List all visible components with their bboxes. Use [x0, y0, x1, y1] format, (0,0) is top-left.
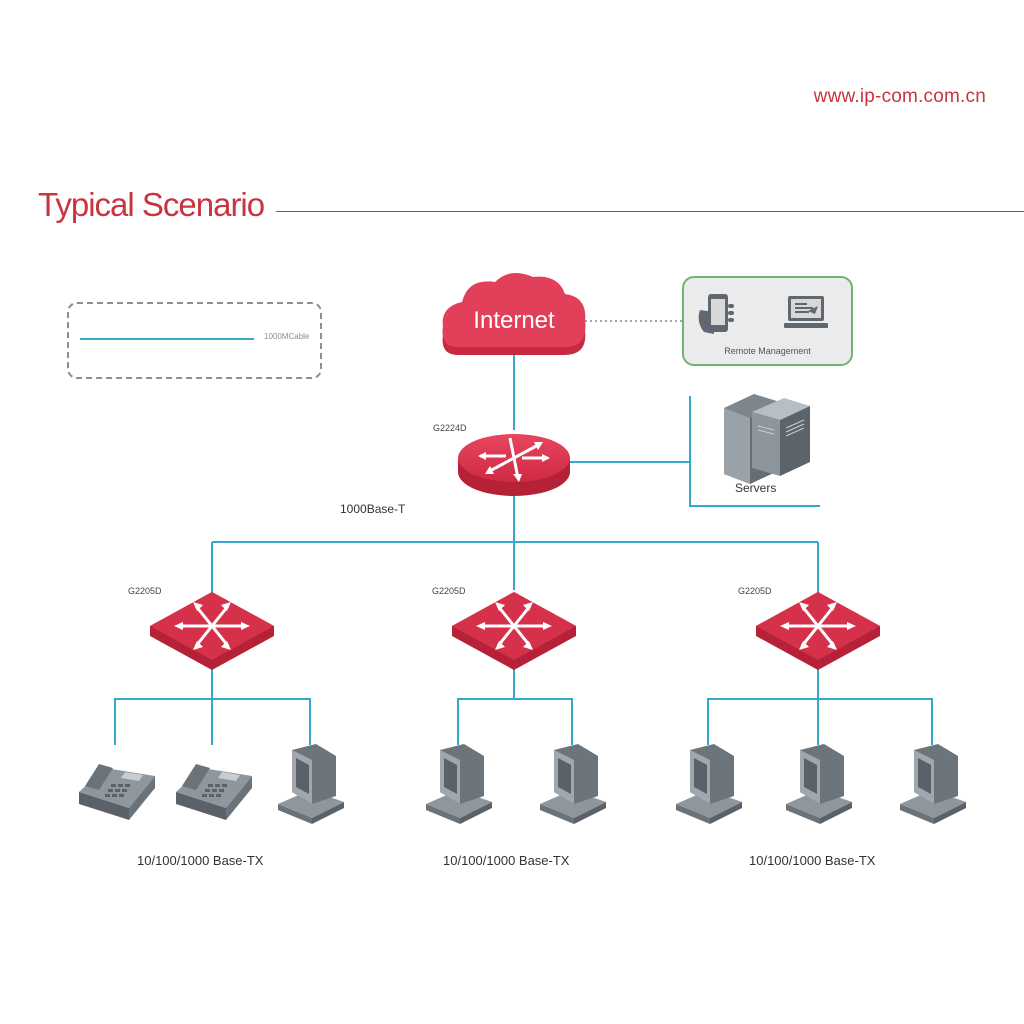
computer-icon: [786, 744, 852, 824]
device-group-3: [676, 744, 966, 824]
access-switch-3: [756, 592, 880, 670]
remote-management-label: Remote Management: [724, 346, 811, 356]
access-switch-1: [150, 592, 274, 670]
section-title: Typical Scenario: [38, 186, 265, 223]
remote-icons: [698, 294, 828, 334]
access-switch-model-2: G2205D: [432, 586, 466, 596]
legend-box: 1000MCable: [67, 302, 322, 379]
internet-label: Internet: [473, 307, 555, 334]
laptop-icon: [784, 296, 828, 328]
switch-arrows-icon: [174, 602, 250, 650]
server-stack-icon: [724, 394, 810, 484]
phone-icon: [698, 294, 734, 334]
title-divider: [276, 211, 1024, 212]
legend-cable-label: 1000MCable: [264, 332, 310, 341]
core-router-model: G2224D: [433, 423, 467, 433]
servers-label: Servers: [735, 481, 777, 495]
cable-lines: [114, 355, 933, 745]
computer-icon: [278, 744, 344, 824]
access-link-label-1: 10/100/1000 Base-TX: [137, 853, 264, 868]
computer-icon: [900, 744, 966, 824]
switch-arrows-icon: [476, 602, 552, 650]
router-arrows-icon: [478, 437, 550, 482]
computer-icon: [676, 744, 742, 824]
device-group-1: [79, 744, 344, 824]
computer-icon: [540, 744, 606, 824]
access-link-label-3: 10/100/1000 Base-TX: [749, 853, 876, 868]
access-switch-model-3: G2205D: [738, 586, 772, 596]
ip-phone-icon: [79, 764, 155, 820]
website-url[interactable]: www.ip-com.com.cn: [813, 86, 986, 107]
access-switch-model-1: G2205D: [128, 586, 162, 596]
internet-cloud: Internet: [442, 273, 586, 355]
access-switch-2: [452, 592, 576, 670]
computer-icon: [426, 744, 492, 824]
switch-arrows-icon: [780, 602, 856, 650]
legend-cable-line: [80, 338, 254, 340]
access-link-label-2: 10/100/1000 Base-TX: [443, 853, 570, 868]
device-group-2: [426, 744, 606, 824]
core-link-label: 1000Base-T: [340, 502, 406, 516]
remote-management-box: Remote Management: [682, 276, 853, 366]
core-router: [458, 434, 570, 496]
ip-phone-icon: [176, 764, 252, 820]
